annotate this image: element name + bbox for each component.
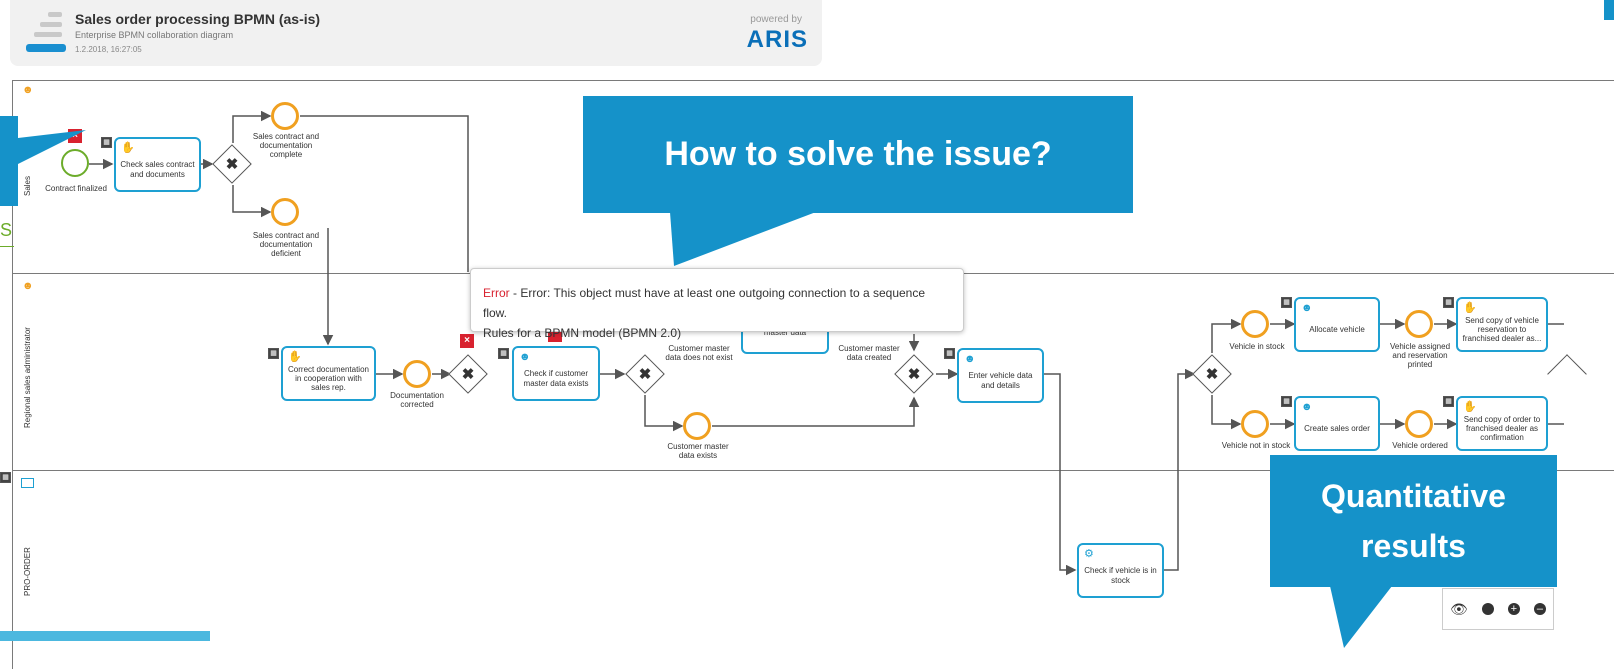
task-send-reservation[interactable]: ✋ Send copy of vehicle reservation to fr… — [1456, 297, 1548, 352]
callout-pointer — [1330, 586, 1392, 648]
fit-100-icon[interactable] — [1481, 603, 1494, 615]
intermediate-event[interactable] — [271, 198, 299, 226]
task-check-contract[interactable]: ✋ Check sales contract and documents — [114, 137, 201, 192]
task-correct-documentation[interactable]: ✋ Correct documentation in cooperation w… — [281, 346, 376, 401]
subprocess-icon: ▦ — [944, 348, 955, 359]
task-label: Create sales order — [1304, 423, 1370, 433]
zoom-toolbar: 👁 + – — [1442, 588, 1554, 630]
tooltip-severity: Error — [483, 286, 510, 300]
error-tooltip: Error - Error: This object must have at … — [470, 268, 964, 340]
intermediate-event[interactable] — [1405, 310, 1433, 338]
task-create-sales-order[interactable]: ☻ Create sales order — [1294, 396, 1380, 451]
error-marker-icon[interactable] — [548, 332, 562, 342]
intermediate-event[interactable] — [1241, 410, 1269, 438]
event-label: Contract finalized — [45, 184, 107, 193]
manual-task-icon: ✋ — [1463, 401, 1477, 413]
event-label: Vehicle in stock — [1229, 342, 1285, 351]
zoom-in-icon[interactable]: + — [1507, 603, 1520, 615]
subprocess-icon: ▦ — [268, 348, 279, 359]
intermediate-event[interactable] — [403, 360, 431, 388]
user-task-icon: ☻ — [1301, 401, 1313, 413]
model-icon — [26, 12, 66, 52]
event-label: Sales contract and documentation complet… — [252, 132, 320, 160]
progress-accent-bar — [0, 631, 210, 641]
callout-quantitative-results: Quantitative results — [1270, 455, 1557, 587]
event-label: Vehicle assigned and reservation printed — [1389, 342, 1451, 370]
task-check-stock[interactable]: ⚙ Check if vehicle is in stock — [1077, 543, 1164, 598]
intermediate-event[interactable] — [271, 102, 299, 130]
user-task-icon: ☻ — [519, 351, 531, 363]
tooltip-message: - Error: This object must have at least … — [483, 286, 926, 320]
event-label: Vehicle not in stock — [1221, 441, 1291, 450]
person-icon: ☻ — [22, 280, 34, 292]
event-label: Customer master data created — [838, 344, 900, 363]
subprocess-icon: ▦ — [498, 348, 509, 359]
edge-accent — [1604, 0, 1614, 20]
underline — [0, 246, 14, 247]
task-label: Check if vehicle is in stock — [1084, 566, 1157, 585]
aris-logo: ARIS — [746, 26, 808, 53]
intermediate-event[interactable] — [1241, 310, 1269, 338]
event-label: Documentation corrected — [390, 391, 444, 410]
manual-task-icon: ✋ — [121, 142, 135, 154]
model-type: Enterprise BPMN collaboration diagram — [75, 30, 234, 40]
event-label: Customer master data exists — [667, 442, 729, 461]
task-label: master data — [763, 328, 807, 338]
subprocess-icon: ▦ — [1443, 297, 1454, 308]
task-label: Enter vehicle data and details — [968, 371, 1033, 390]
callout-pointer — [670, 212, 816, 266]
task-label: Send copy of order to franchised dealer … — [1463, 414, 1541, 443]
diagram-canvas[interactable] — [12, 80, 1614, 669]
callout-how-to-solve: How to solve the issue? — [583, 96, 1133, 213]
task-send-order-copy[interactable]: ✋ Send copy of order to franchised deale… — [1456, 396, 1548, 451]
subprocess-icon: ▦ — [1281, 396, 1292, 407]
subprocess-icon: ▦ — [101, 137, 112, 148]
person-icon: ☻ — [22, 84, 34, 96]
subprocess-icon: ▦ — [0, 472, 11, 483]
error-marker-icon[interactable]: × — [460, 334, 474, 348]
subprocess-icon: ▦ — [1443, 396, 1454, 407]
intermediate-event[interactable] — [1405, 410, 1433, 438]
model-header: Sales order processing BPMN (as-is) Ente… — [10, 0, 822, 66]
user-task-icon: ☻ — [964, 353, 976, 365]
task-label: Send copy of vehicle reservation to fran… — [1462, 315, 1542, 344]
manual-task-icon: ✋ — [288, 351, 302, 363]
task-check-customer[interactable]: ☻ Check if customer master data exists — [512, 346, 600, 401]
model-date: 1.2.2018, 16:27:05 — [75, 45, 142, 54]
event-label: Customer master data does not exist — [665, 344, 733, 363]
model-title: Sales order processing BPMN (as-is) — [75, 11, 321, 27]
task-label: Check sales contract and documents — [120, 160, 195, 179]
powered-by: powered by — [750, 14, 802, 25]
task-label: Correct documentation in cooperation wit… — [288, 364, 369, 393]
zoom-out-icon[interactable]: – — [1533, 603, 1546, 615]
callout-fragment — [0, 116, 86, 206]
manual-task-icon: ✋ — [1463, 302, 1477, 314]
service-task-gear-icon: ⚙ — [1084, 548, 1094, 560]
task-label: Allocate vehicle — [1309, 324, 1365, 334]
subprocess-icon: ▦ — [1281, 297, 1292, 308]
task-allocate-vehicle[interactable]: ☻ Allocate vehicle — [1294, 297, 1380, 352]
left-cut-text: S — [0, 220, 13, 240]
start-event[interactable] — [61, 149, 89, 177]
tooltip-rule: Rules for a BPMN model (BPMN 2.0) — [483, 326, 682, 340]
lane-divider — [12, 470, 1614, 471]
event-label: Sales contract and documentation deficie… — [252, 231, 320, 259]
eye-icon[interactable]: 👁 — [1450, 600, 1468, 617]
task-enter-vehicle-data[interactable]: ☻ Enter vehicle data and details — [957, 348, 1044, 403]
user-task-icon: ☻ — [1301, 302, 1313, 314]
system-icon — [21, 478, 34, 488]
event-label: Vehicle ordered — [1392, 441, 1448, 450]
task-label: Check if customer master data exists — [523, 369, 589, 388]
intermediate-event[interactable] — [683, 412, 711, 440]
